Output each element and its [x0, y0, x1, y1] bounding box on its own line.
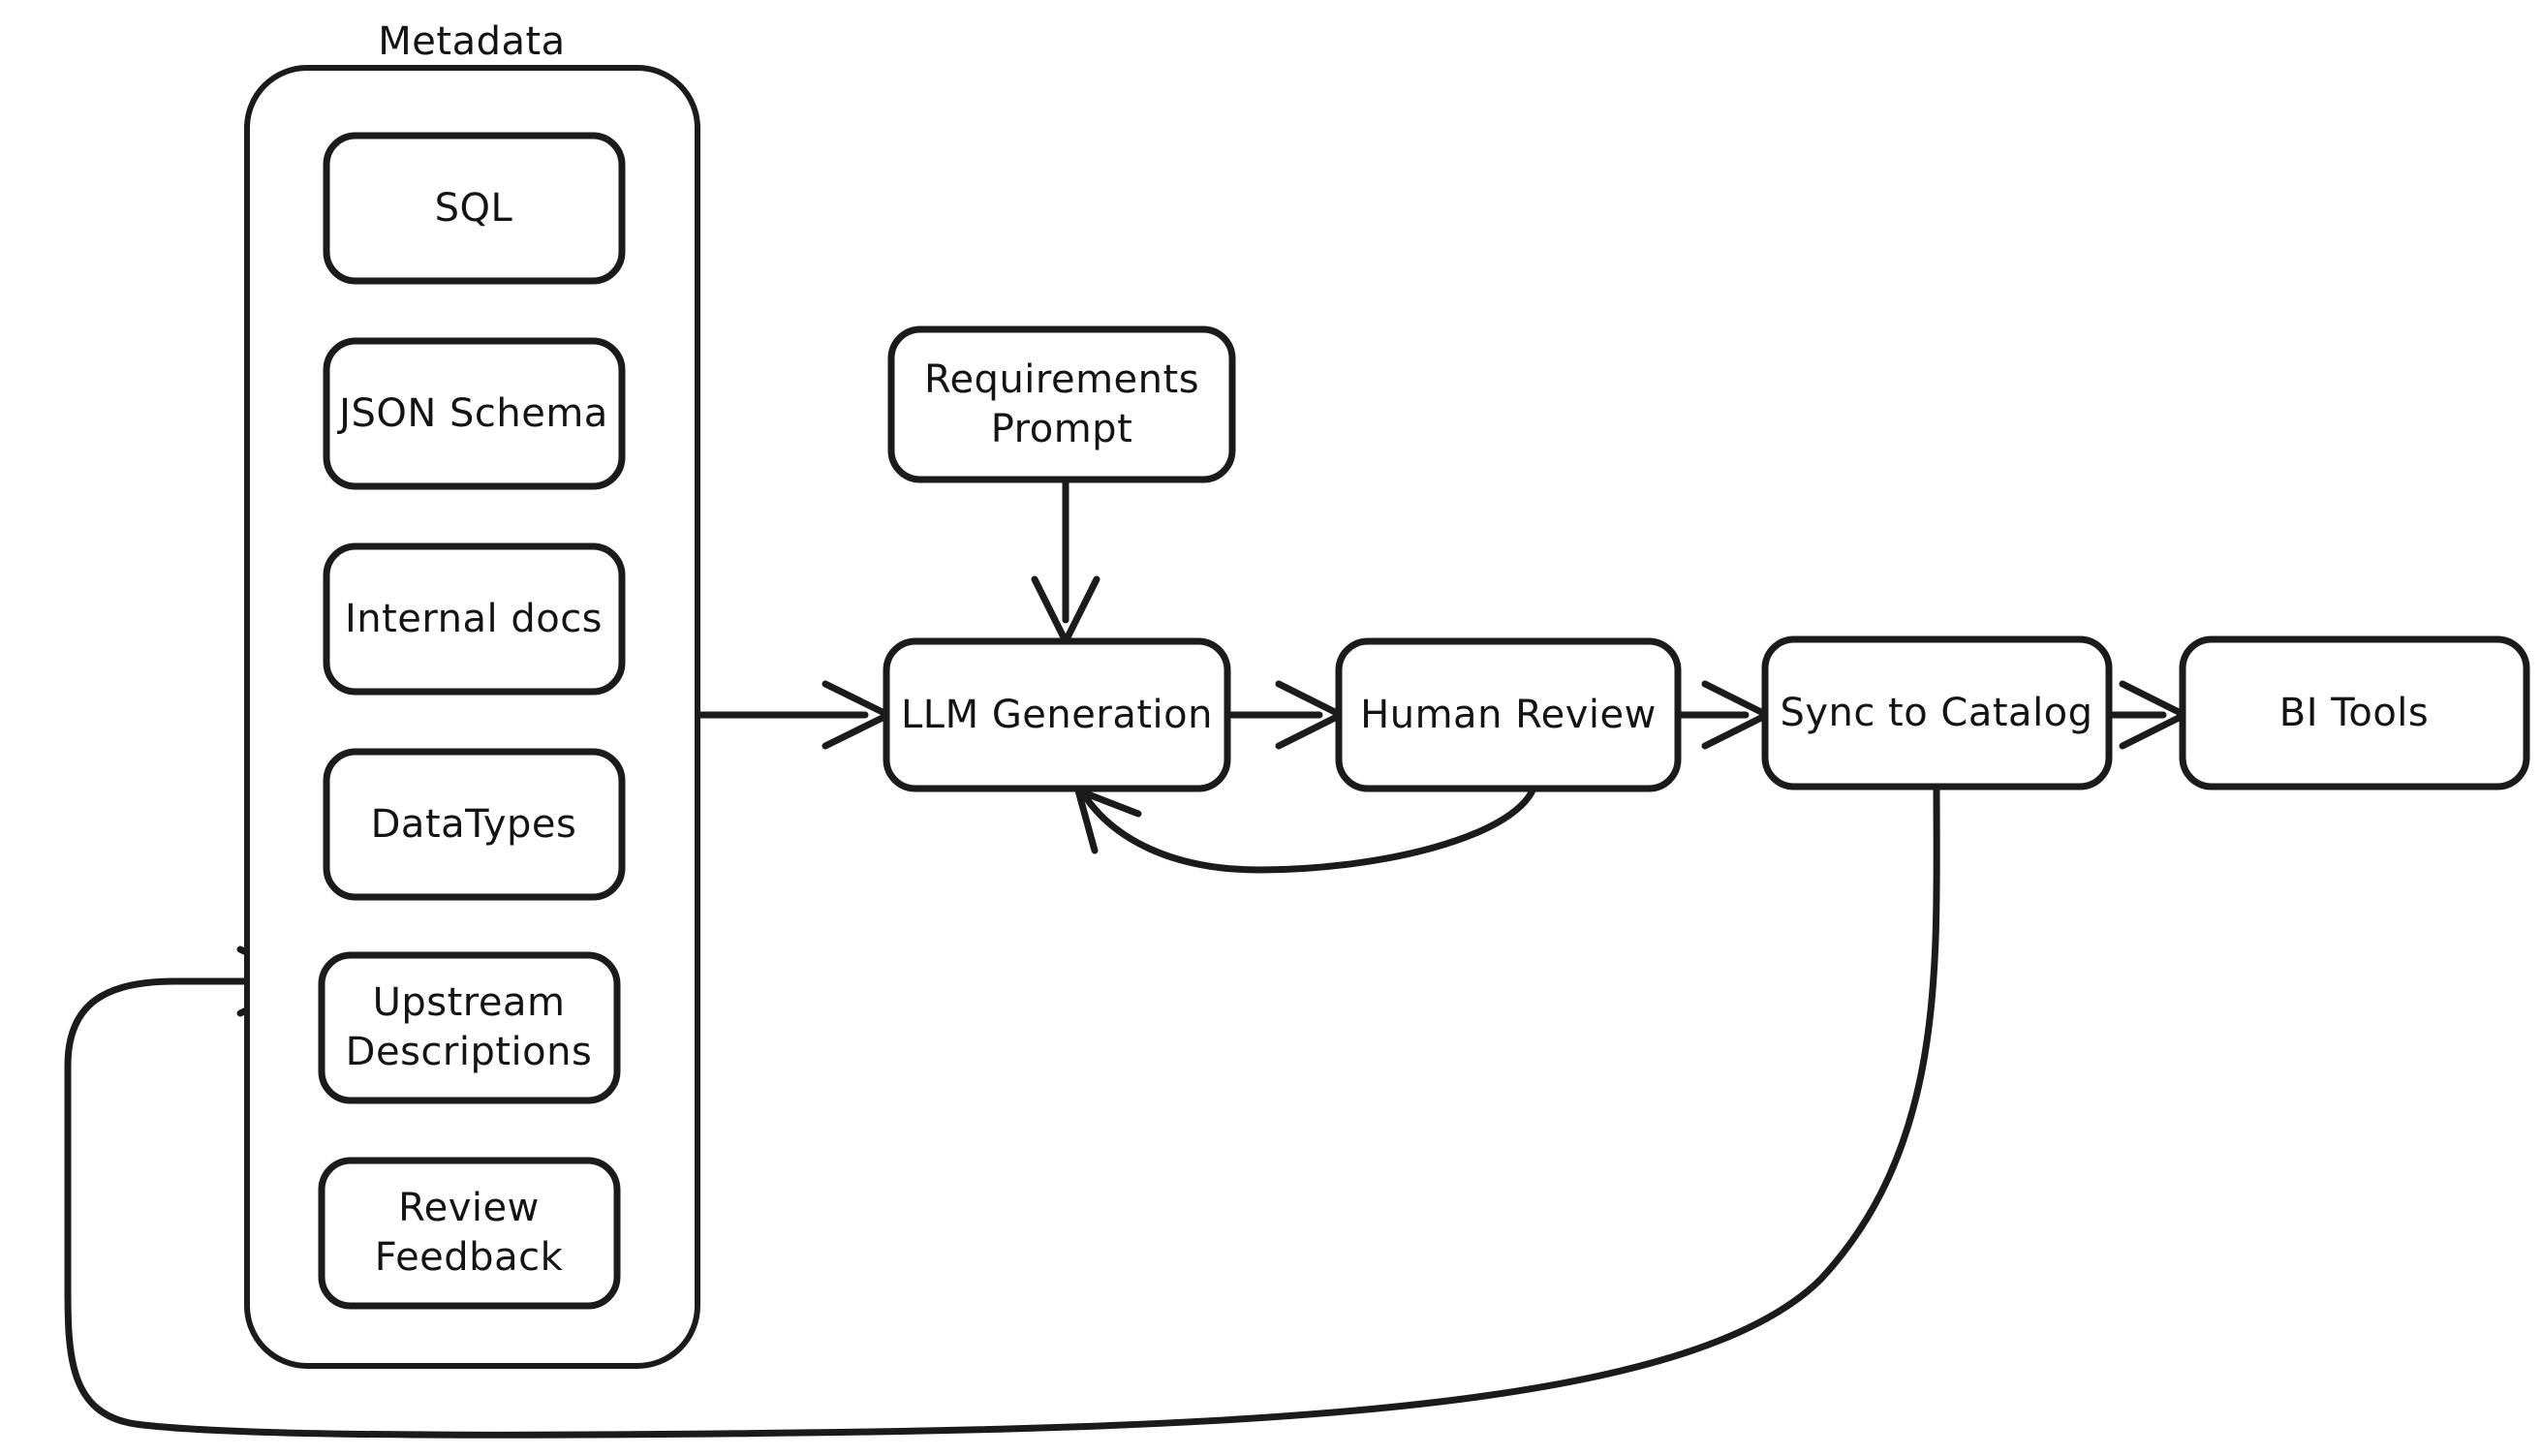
node-review-feedback[interactable]: Review Feedback: [318, 1157, 621, 1310]
node-data-types-label: DataTypes: [371, 802, 577, 847]
node-requirements-prompt[interactable]: Requirements Prompt: [887, 325, 1236, 483]
node-bi-tools-label: BI Tools: [2279, 691, 2430, 735]
node-data-types-box[interactable]: [323, 748, 626, 901]
node-llm-generation[interactable]: LLM Generation: [883, 637, 1231, 792]
node-sync-to-catalog-box[interactable]: [1761, 635, 2113, 790]
node-sync-to-catalog[interactable]: Sync to Catalog: [1761, 635, 2113, 790]
node-upstream-descriptions-label-line1: Upstream: [373, 980, 566, 1025]
node-upstream-descriptions[interactable]: Upstream Descriptions: [318, 951, 621, 1104]
node-review-feedback-label-line1: Review: [398, 1186, 540, 1230]
node-data-types[interactable]: DataTypes: [323, 748, 626, 901]
node-human-review-label: Human Review: [1360, 693, 1657, 737]
node-requirements-prompt-label-line2: Prompt: [991, 407, 1133, 451]
node-internal-docs-box[interactable]: [323, 542, 626, 696]
node-llm-generation-label: LLM Generation: [901, 693, 1213, 737]
node-review-feedback-label-line2: Feedback: [375, 1235, 564, 1280]
node-internal-docs[interactable]: Internal docs: [323, 542, 626, 696]
edge-sync-to-bi: [2105, 680, 2188, 750]
edge-path-sync-upstream: [64, 783, 1940, 1439]
node-upstream-descriptions-box[interactable]: [318, 951, 621, 1104]
edge-path-review-llm: [1081, 785, 1537, 874]
node-json-schema-label: JSON Schema: [336, 391, 608, 436]
node-requirements-prompt-box[interactable]: [887, 325, 1236, 483]
node-bi-tools-box[interactable]: [2179, 635, 2530, 790]
group-metadata-label: Metadata: [378, 19, 565, 64]
edge-review-to-sync: [1674, 680, 1771, 750]
node-sql-box[interactable]: [323, 132, 626, 285]
node-sync-to-catalog-label: Sync to Catalog: [1780, 691, 2092, 735]
edge-prompt-to-llm: [1031, 478, 1100, 645]
node-llm-generation-box[interactable]: [883, 637, 1231, 792]
node-internal-docs-label: Internal docs: [345, 597, 603, 641]
node-review-feedback-box[interactable]: [318, 1157, 621, 1310]
node-json-schema-box[interactable]: [323, 337, 626, 490]
node-upstream-descriptions-label-line2: Descriptions: [346, 1030, 593, 1074]
edge-metadata-to-llm: [694, 680, 892, 750]
edge-llm-to-review: [1224, 680, 1345, 750]
node-bi-tools[interactable]: BI Tools: [2179, 635, 2530, 790]
edge-review-back-to-llm: [1074, 785, 1537, 874]
node-sql-label: SQL: [435, 186, 513, 231]
node-sql[interactable]: SQL: [323, 132, 626, 285]
node-human-review-box[interactable]: [1335, 637, 1682, 792]
node-json-schema[interactable]: JSON Schema: [323, 337, 626, 490]
node-requirements-prompt-label-line1: Requirements: [924, 357, 1199, 402]
node-human-review[interactable]: Human Review: [1335, 637, 1682, 792]
